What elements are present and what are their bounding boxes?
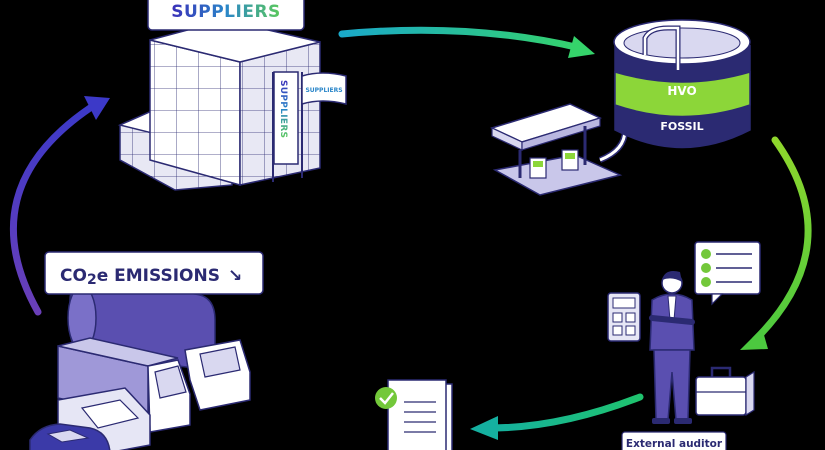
check-icon [701,277,711,287]
briefcase-icon [695,366,755,417]
fuel-station [489,103,628,196]
emissions-label-suffix: e EMISSIONS [97,266,220,286]
checklist-card [694,241,761,306]
report-document [375,379,453,450]
tank-fossil-label: FOSSIL [660,120,703,133]
emissions-label-sub: 2 [87,272,97,288]
check-icon [701,263,711,273]
vertical-flag [273,71,299,165]
emissions-label-box [44,251,264,295]
calculator-icon [607,292,641,342]
tank-hvo-label: HVO [667,84,696,98]
waving-flag-text: SUPPLIERS [305,87,342,94]
emissions-label: CO2e EMISSIONS ↘ [60,266,242,288]
suppliers-banner-text: SUPPLIERS [171,2,281,22]
emissions-label-prefix: CO [60,266,87,286]
cycle-arrow-right [740,136,812,350]
cycle-arrow-top [338,26,595,58]
check-icon [701,249,711,259]
suppliers-building [117,19,321,191]
cycle-arrow-left [9,96,110,316]
cycle-arrow-bottom [470,393,644,440]
auditor-label-box [621,431,727,450]
auditor-label: External auditor [626,438,723,450]
fuel-tank [613,19,751,149]
arrow-down-right-icon: ↘ [228,266,242,286]
auditor-figure [649,271,695,424]
check-icon [375,387,397,409]
suppliers-banner-box [147,0,305,31]
waving-flag [301,72,347,106]
vehicles [29,281,251,450]
vertical-flag-text: SUPPLIERS [278,80,288,138]
